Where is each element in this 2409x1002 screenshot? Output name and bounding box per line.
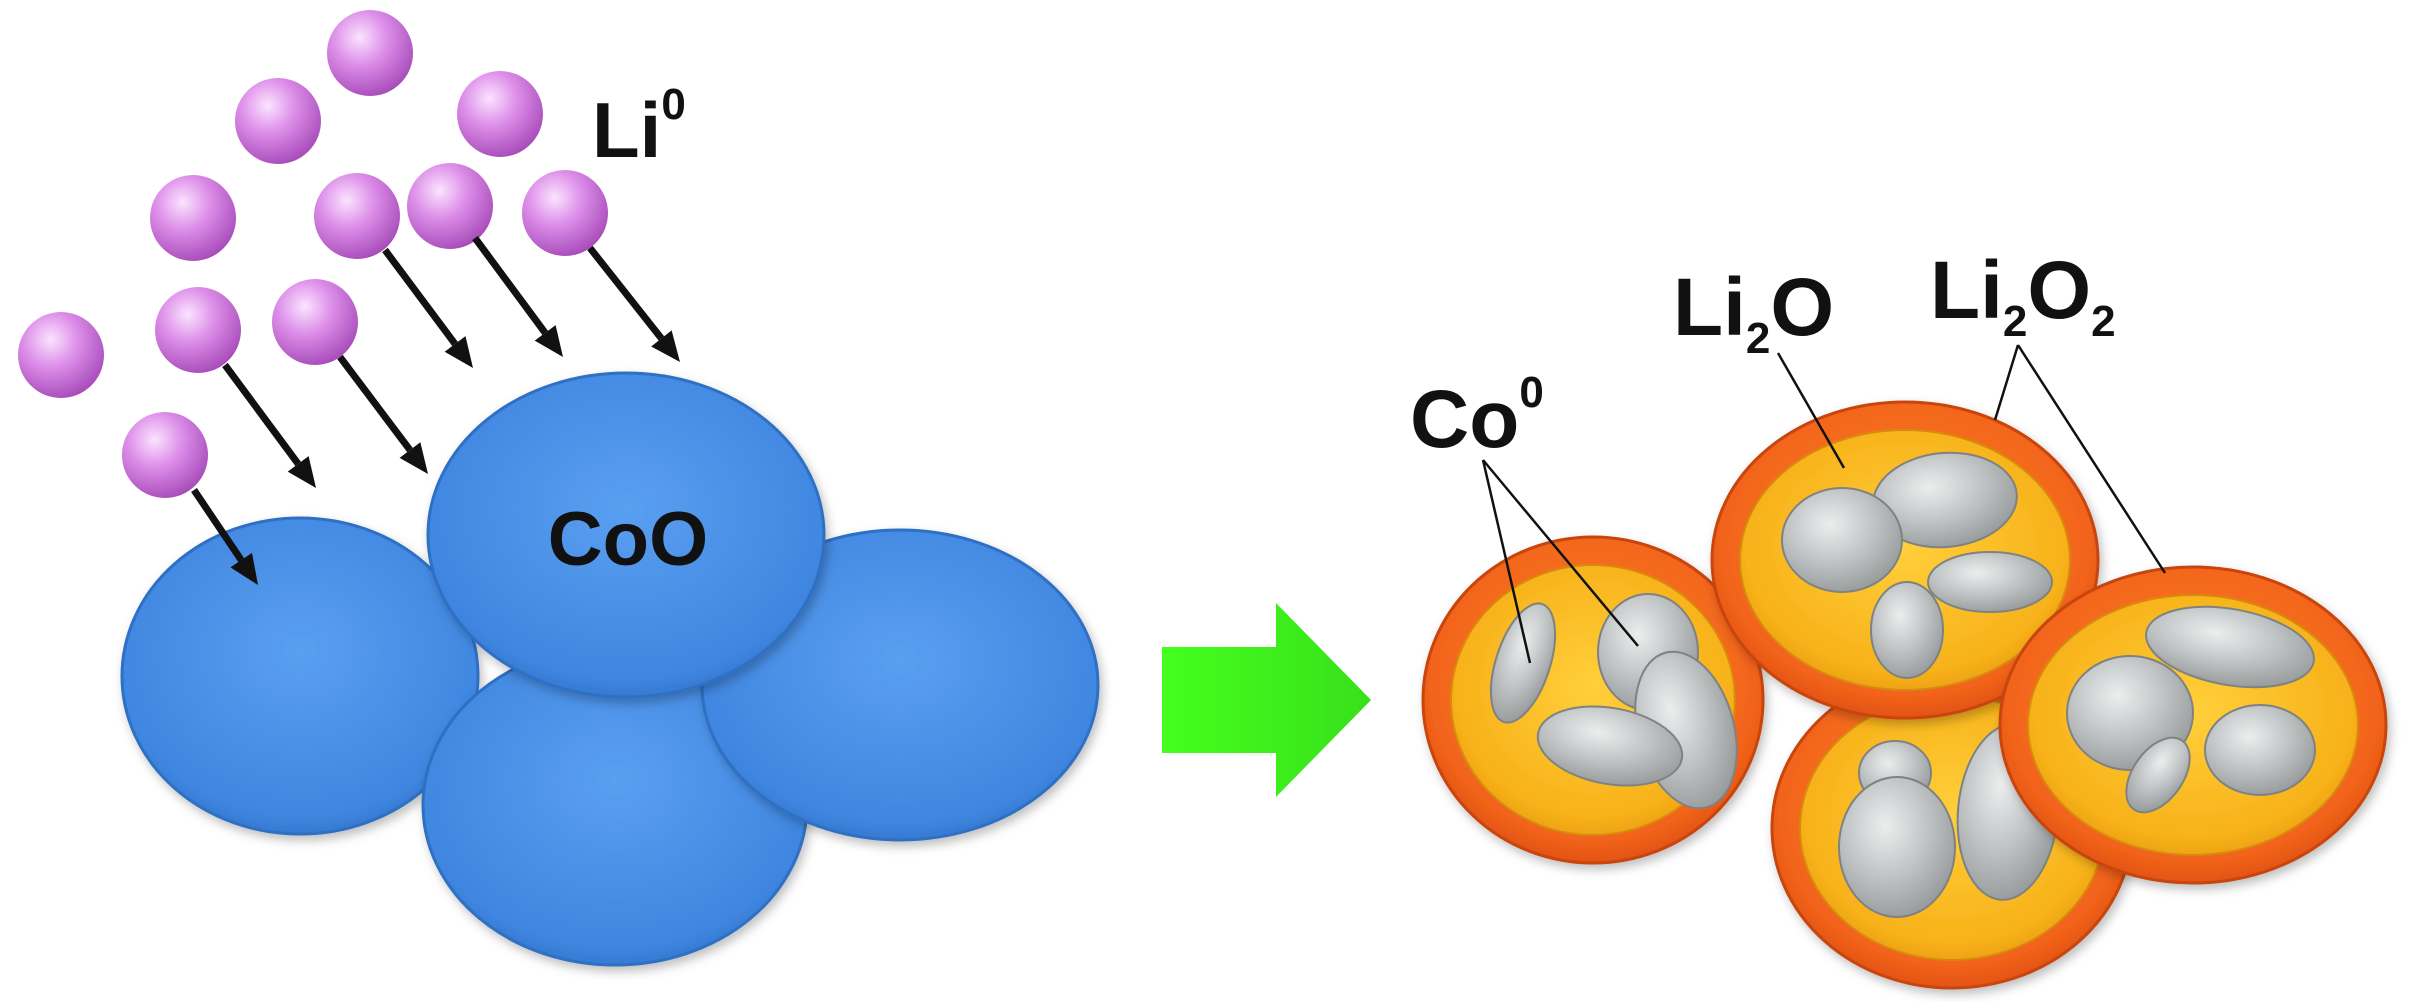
coo-particle-top <box>426 371 826 699</box>
cobalt-grain <box>1838 776 1956 918</box>
li2o2-label-base: Li <box>1930 245 2003 336</box>
product-particle-left <box>1421 535 1765 865</box>
lithium-atom <box>122 412 208 498</box>
li2o2-label-mid: O <box>2027 245 2091 336</box>
lithium-oxide-label: Li2O <box>1673 262 1834 363</box>
down-right-arrow-icon <box>472 235 563 357</box>
down-right-arrow-icon <box>382 247 473 368</box>
down-right-arrow-icon <box>587 245 680 362</box>
cobalt-label-base: Co <box>1410 374 1519 465</box>
down-right-arrow-icon <box>222 362 316 488</box>
leader-lines <box>1481 344 2167 664</box>
li2o2-leader-line <box>1993 344 2020 421</box>
cobalt-grain <box>1536 705 1684 787</box>
cobalt-grain <box>1781 487 1903 593</box>
co-leader-line <box>1481 459 1532 664</box>
cobalt-grain <box>2125 736 2191 814</box>
coo-label: CoO <box>548 497 708 582</box>
lithium-atom <box>155 287 241 373</box>
lithium-atom <box>18 312 104 398</box>
lithium-atoms <box>18 10 608 498</box>
coo-particle-left <box>120 516 480 836</box>
cobalt-grain <box>2145 605 2315 689</box>
lithium-label: Li0 <box>592 80 686 174</box>
right-arrow-icon <box>1162 603 1371 797</box>
cobalt-metal-label: Co0 <box>1410 368 1544 465</box>
li2o-label-tail: O <box>1770 262 1834 353</box>
li2o-leader-line <box>1776 352 1846 469</box>
down-right-arrow-icon <box>191 488 258 585</box>
li2o2-label-subscript-1: 2 <box>2003 297 2027 346</box>
lithium-atom <box>522 170 608 256</box>
cobalt-grain <box>1927 551 2053 613</box>
co-leader-line <box>1482 459 1639 647</box>
cobalt-grain <box>1870 581 1944 679</box>
product-particle-right <box>1998 565 2388 885</box>
li2o-label-base: Li <box>1673 262 1746 353</box>
cobalt-grain <box>2204 704 2316 796</box>
lithium-atom <box>457 71 543 157</box>
cobalt-grain <box>1489 602 1557 724</box>
lithium-label-base: Li <box>592 86 661 174</box>
down-right-arrow-icon <box>337 354 428 474</box>
li2o2-label-subscript-2: 2 <box>2091 297 2115 346</box>
coo-cluster <box>120 371 1100 967</box>
li2o-label-subscript: 2 <box>1746 314 1770 363</box>
lithium-atom <box>407 163 493 249</box>
cobalt-label-superscript: 0 <box>1519 368 1543 417</box>
lithium-atom <box>150 175 236 261</box>
lithium-peroxide-label: Li2O2 <box>1930 245 2116 346</box>
product-particle-top <box>1710 400 2100 720</box>
lithium-atom <box>235 78 321 164</box>
li2o2-leader-line <box>2016 344 2167 574</box>
lithium-label-superscript: 0 <box>661 80 685 129</box>
lithium-atom <box>314 173 400 259</box>
lithium-atom <box>327 10 413 96</box>
product-cluster <box>1421 400 2388 990</box>
lithium-flow-arrows <box>191 235 680 585</box>
lithium-atom <box>272 279 358 365</box>
